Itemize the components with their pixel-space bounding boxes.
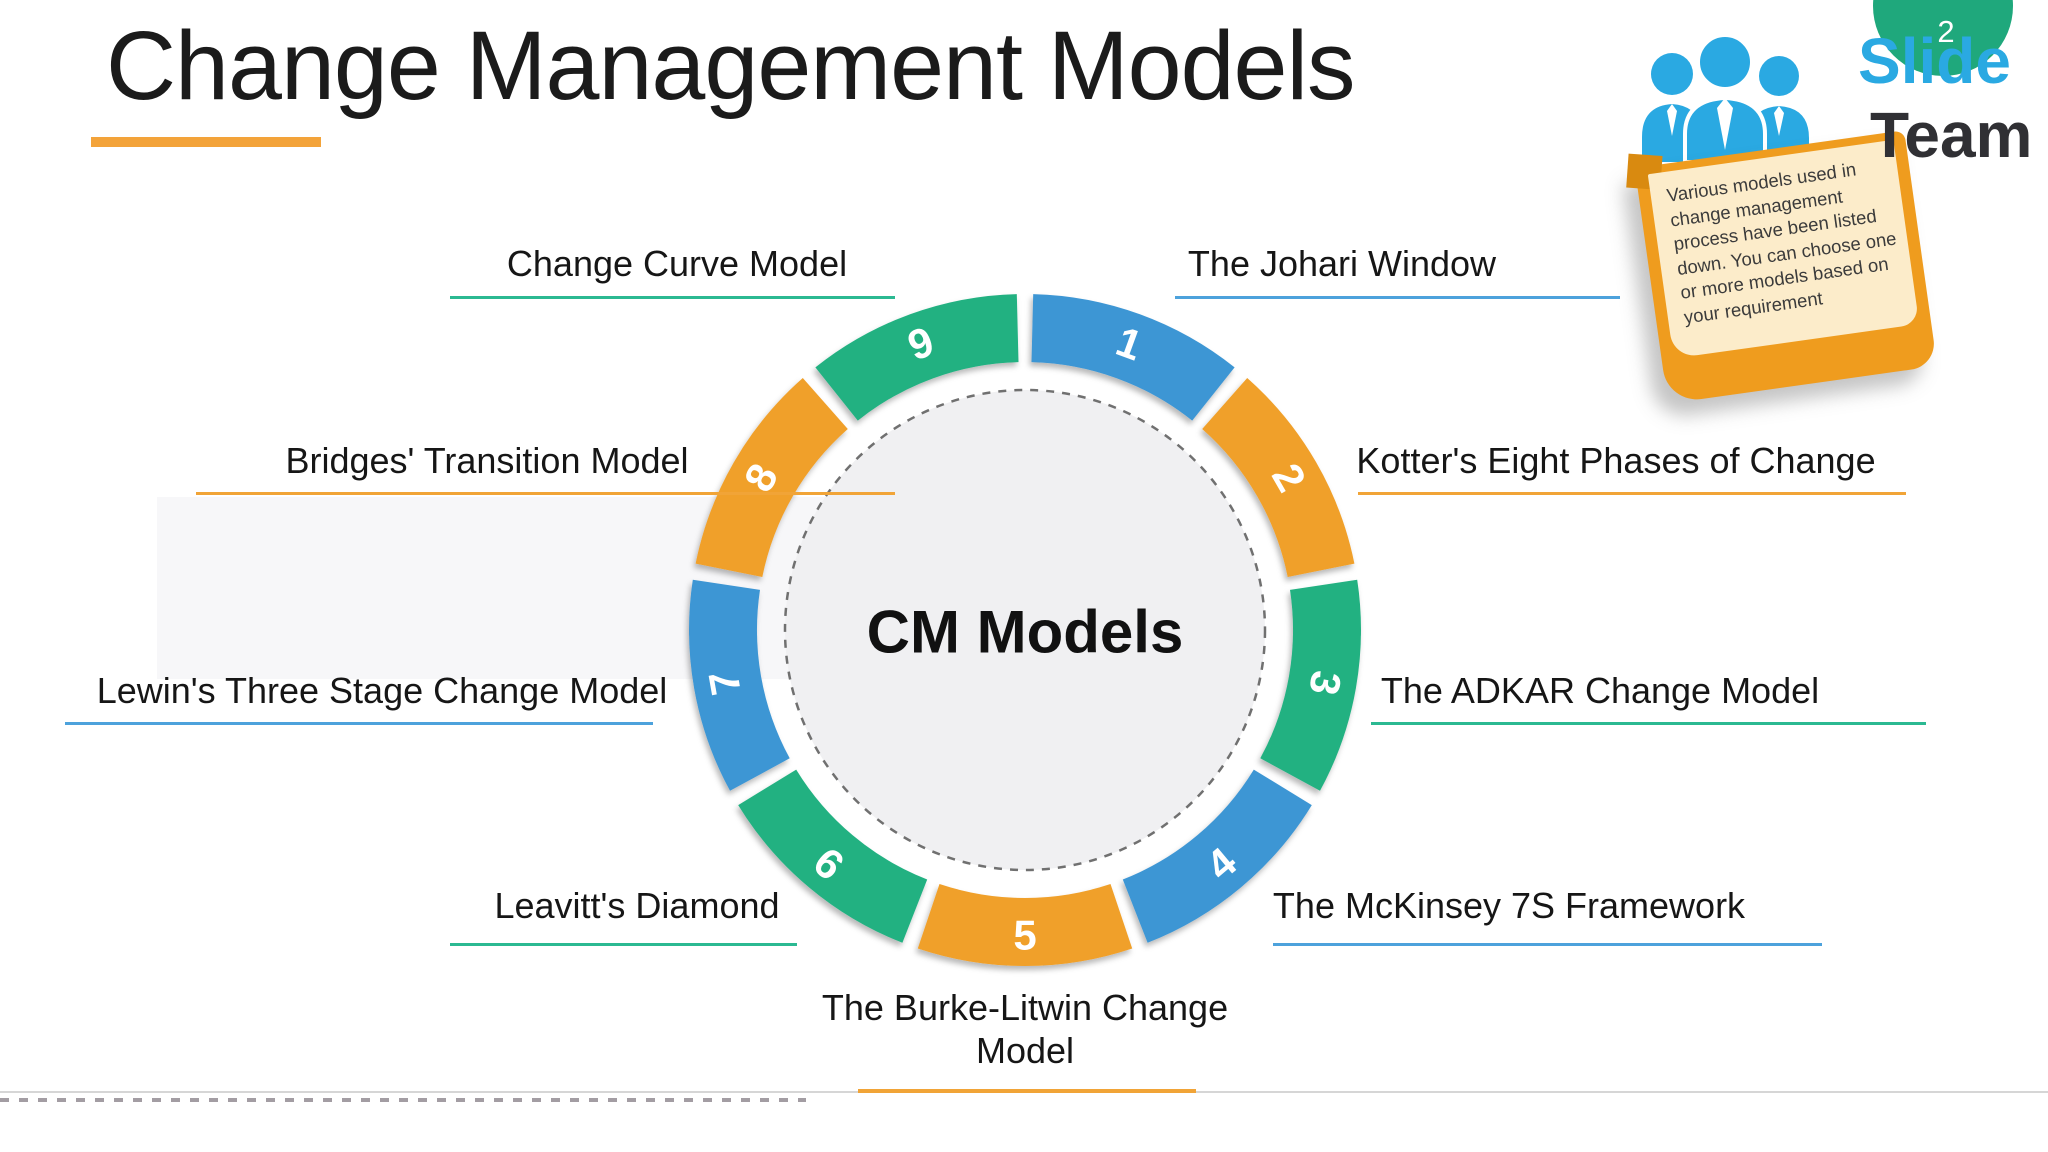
underline-lewins-three-stage-model (65, 722, 653, 725)
underline-the-johari-window (1175, 296, 1620, 299)
page-title: Change Management Models (106, 11, 1356, 120)
ring-segment-2 (1202, 378, 1355, 577)
underline-adkar-change-model (1371, 722, 1926, 725)
title-underline (91, 137, 321, 147)
logo-word-team: Team (1870, 99, 2033, 171)
ring-segment-9 (815, 294, 1019, 421)
ring-center-label: CM Models (866, 598, 1184, 666)
underline-mckinsey-7s-framework (1273, 943, 1822, 946)
sticky-note-paper: Various models used in change management… (1647, 139, 1920, 359)
ring-segment-7 (689, 579, 790, 791)
ring-segment-5 (917, 884, 1133, 967)
ring-segment-number-5: 5 (1013, 912, 1036, 959)
underline-leavitts-diamond (450, 943, 797, 946)
bottom-dotted-line (0, 1098, 806, 1102)
page-number: 2 (1937, 14, 1955, 49)
underline-bridges-transition-model (196, 492, 895, 495)
underline-change-curve-model (450, 296, 895, 299)
underline-kotters-eight-phases (1358, 492, 1906, 495)
label-lewins-three-stage-model: Lewin's Three Stage Change Model (96, 670, 668, 711)
label-the-johari-window: The Johari Window (1187, 243, 1497, 284)
ring-segment-8 (695, 378, 848, 577)
center-dashed-circle (783, 388, 1267, 872)
slideteam-people-icon (1642, 33, 1809, 162)
label-kotters-eight-phases: Kotter's Eight Phases of Change (1356, 440, 1876, 481)
label-change-curve-model: Change Curve Model (506, 243, 848, 284)
label-leavitts-diamond: Leavitt's Diamond (494, 885, 780, 926)
label-mckinsey-7s-framework: The McKinsey 7S Framework (1272, 885, 1746, 926)
ring-segment-6 (738, 769, 928, 943)
logo-word-slide: Slide (1858, 25, 2011, 97)
ring-segment-3 (1260, 579, 1361, 791)
label-adkar-change-model: The ADKAR Change Model (1380, 670, 1820, 711)
ring-segment-1 (1031, 294, 1235, 421)
label-bridges-transition-model: Bridges' Transition Model (285, 440, 689, 481)
label-burke-litwin-change-model: The Burke-Litwin Change Model (821, 987, 1229, 1072)
underline-burke-litwin-change-model (858, 1089, 1196, 1093)
ring-segment-4 (1122, 769, 1312, 943)
